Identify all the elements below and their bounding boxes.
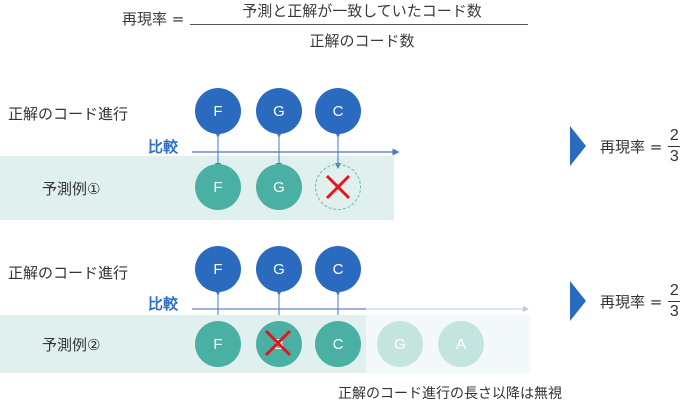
example1-result-fraction: 2 3 [668, 126, 681, 166]
example2-result-label: 再現率 = [600, 292, 663, 311]
example2-result-denominator: 3 [669, 302, 679, 320]
example2-result: 再現率 = 2 3 [570, 281, 681, 321]
example1-predicted-chord-1: F [195, 164, 241, 210]
example1-prediction-label: 予測例① [42, 180, 101, 198]
example1-result-label: 再現率 = [600, 137, 663, 156]
example2-ignored-chord-1: G [377, 321, 423, 367]
example2-result-numerator: 2 [669, 281, 679, 299]
example1-predicted-chord-2: G [256, 164, 302, 210]
formula-fraction-bar [190, 24, 528, 25]
example2-prediction-label: 予測例② [42, 336, 101, 354]
formula-lhs: 再現率 = [122, 10, 185, 28]
example1-reference-label: 正解のコード進行 [8, 105, 129, 123]
example2-predicted-chord-1: F [195, 321, 241, 367]
example1-reference-chord-3: C [315, 88, 361, 134]
example2-ignored-chord-2: A [438, 321, 484, 367]
example1-compare-label: 比較 [148, 138, 179, 156]
example2-reference-label: 正解のコード進行 [8, 264, 129, 282]
example1-result-arrow-icon [570, 126, 586, 166]
example2-prediction-band [0, 315, 366, 373]
example2-compare-label: 比較 [148, 295, 179, 313]
example2-predicted-chord-3: C [315, 321, 361, 367]
formula-denominator: 正解のコード数 [309, 32, 415, 50]
example1-predicted-chord-missing [315, 164, 361, 210]
example2-result-fraction: 2 3 [668, 281, 681, 321]
example2-footnote: 正解のコード進行の長さ以降は無視 [338, 386, 562, 402]
example1-result-denominator: 3 [669, 147, 679, 165]
example2-reference-chord-2: G [256, 246, 302, 292]
example1-reference-chord-1: F [195, 88, 241, 134]
example1-reference-chord-2: G [256, 88, 302, 134]
example2-reference-chord-3: C [315, 246, 361, 292]
example1-result: 再現率 = 2 3 [570, 126, 681, 166]
example2-reference-chord-1: F [195, 246, 241, 292]
example2-predicted-chord-2: B [256, 321, 302, 367]
example1-result-numerator: 2 [669, 126, 679, 144]
formula-numerator: 予測と正解が一致していたコード数 [242, 2, 482, 20]
example2-result-arrow-icon [570, 281, 586, 321]
